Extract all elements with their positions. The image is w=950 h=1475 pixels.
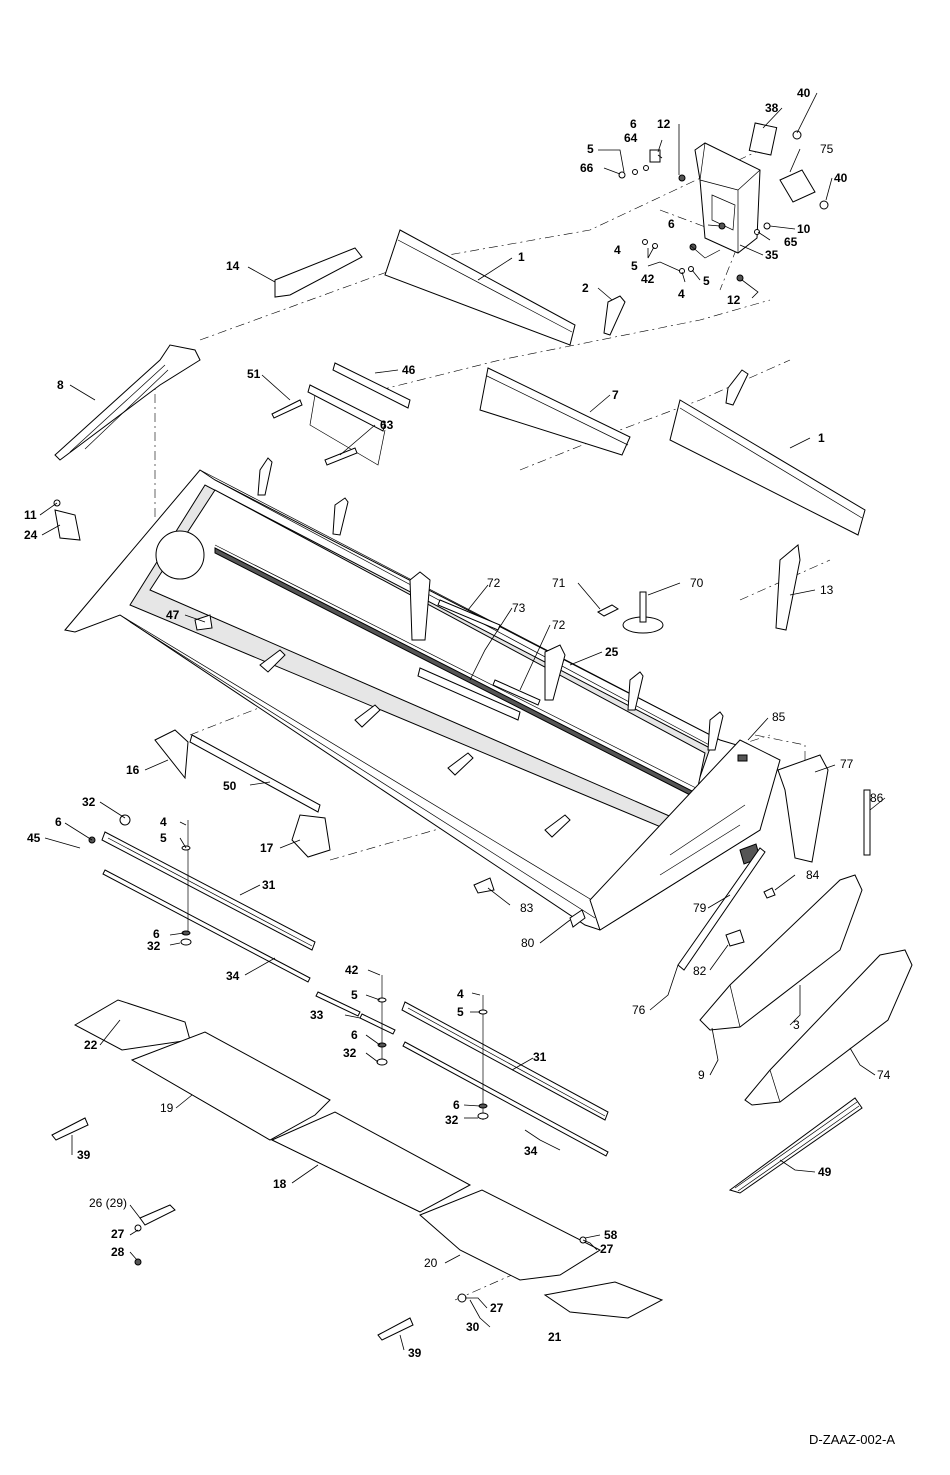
callout-40: 40	[834, 171, 848, 185]
callout-46: 46	[402, 363, 416, 377]
callout-30: 30	[466, 1320, 480, 1334]
callout-72: 72	[552, 618, 566, 632]
callout-45: 45	[27, 831, 41, 845]
callout-63: 63	[380, 418, 394, 432]
callout-75: 75	[820, 142, 834, 156]
callout-4: 4	[160, 815, 167, 829]
callout-34: 34	[226, 969, 240, 983]
callout-71: 71	[552, 576, 566, 590]
callout-76: 76	[632, 1003, 646, 1017]
callout-31: 31	[262, 878, 276, 892]
callout-27: 27	[600, 1242, 614, 1256]
callout-4: 4	[678, 287, 685, 301]
callout-27: 27	[490, 1301, 504, 1315]
callout-32: 32	[82, 795, 96, 809]
callout-42: 42	[345, 963, 359, 977]
callout-6: 6	[351, 1028, 358, 1042]
callout-39: 39	[408, 1346, 422, 1360]
header-frame	[65, 458, 780, 930]
callout-20: 20	[424, 1256, 438, 1270]
callout-40: 40	[797, 86, 811, 100]
callout-73: 73	[512, 601, 526, 615]
callout-38: 38	[765, 101, 779, 115]
callout-1: 1	[818, 431, 825, 445]
callout-6: 6	[668, 217, 675, 231]
callout-25: 25	[605, 645, 619, 659]
callout-77: 77	[840, 757, 854, 771]
callout-74: 74	[877, 1068, 891, 1082]
callout-85: 85	[772, 710, 786, 724]
callout-47: 47	[166, 608, 180, 622]
callout-32: 32	[445, 1113, 459, 1127]
callout-18: 18	[273, 1177, 287, 1191]
callout-35: 35	[765, 248, 779, 262]
callout-9: 9	[698, 1068, 705, 1082]
callout-31: 31	[533, 1050, 547, 1064]
callout-27: 27	[111, 1227, 125, 1241]
callout-3: 3	[793, 1018, 800, 1032]
callout-86: 86	[870, 791, 884, 805]
callout-39: 39	[77, 1148, 91, 1162]
callout-42: 42	[641, 272, 655, 286]
callout-5: 5	[160, 831, 167, 845]
callout-80: 80	[521, 936, 535, 950]
callout-5: 5	[587, 142, 594, 156]
callout-11: 11	[24, 508, 37, 522]
callout-6: 6	[453, 1098, 460, 1112]
callout-34: 34	[524, 1144, 538, 1158]
callout-64: 64	[624, 131, 638, 145]
drawing-reference: D-ZAAZ-002-A	[809, 1432, 895, 1447]
callout-6: 6	[55, 815, 62, 829]
callout-28: 28	[111, 1245, 125, 1259]
callout-70: 70	[690, 576, 704, 590]
callout-7: 7	[612, 388, 619, 402]
skid-plates	[155, 730, 330, 857]
callout-4: 4	[457, 987, 464, 1001]
callout-24: 24	[24, 528, 38, 542]
callout-32: 32	[147, 939, 161, 953]
callout-51: 51	[247, 367, 261, 381]
callout-6: 6	[630, 117, 637, 131]
callout-84: 84	[806, 868, 820, 882]
callout-5: 5	[351, 988, 358, 1002]
callout-16: 16	[126, 763, 140, 777]
callout-32: 32	[343, 1046, 357, 1060]
callout-22: 22	[84, 1038, 98, 1052]
lower-guard-plates	[52, 1000, 662, 1340]
callout-5: 5	[631, 259, 638, 273]
callout-5: 5	[703, 274, 710, 288]
callout-49: 49	[818, 1165, 832, 1179]
callout-83: 83	[520, 901, 534, 915]
callout-65: 65	[784, 235, 798, 249]
callout-72: 72	[487, 576, 501, 590]
callout-82: 82	[693, 964, 707, 978]
callout-21: 21	[548, 1330, 562, 1344]
callout-26-29: 26 (29)	[89, 1196, 127, 1210]
callout-1: 1	[518, 250, 525, 264]
callout-8: 8	[57, 378, 64, 392]
adjuster-assembly	[272, 363, 410, 465]
callout-66: 66	[580, 161, 594, 175]
callout-79: 79	[693, 901, 707, 915]
callout-4: 4	[614, 243, 621, 257]
callout-10: 10	[797, 222, 811, 236]
callout-2: 2	[582, 281, 589, 295]
callout-19: 19	[160, 1101, 174, 1115]
callout-12: 12	[657, 117, 671, 131]
callout-13: 13	[820, 583, 834, 597]
callout-50: 50	[223, 779, 237, 793]
callout-58: 58	[604, 1228, 618, 1242]
callout-14: 14	[226, 259, 240, 273]
callout-17: 17	[260, 841, 274, 855]
callout-12: 12	[727, 293, 741, 307]
callout-33: 33	[310, 1008, 324, 1022]
callout-5: 5	[457, 1005, 464, 1019]
